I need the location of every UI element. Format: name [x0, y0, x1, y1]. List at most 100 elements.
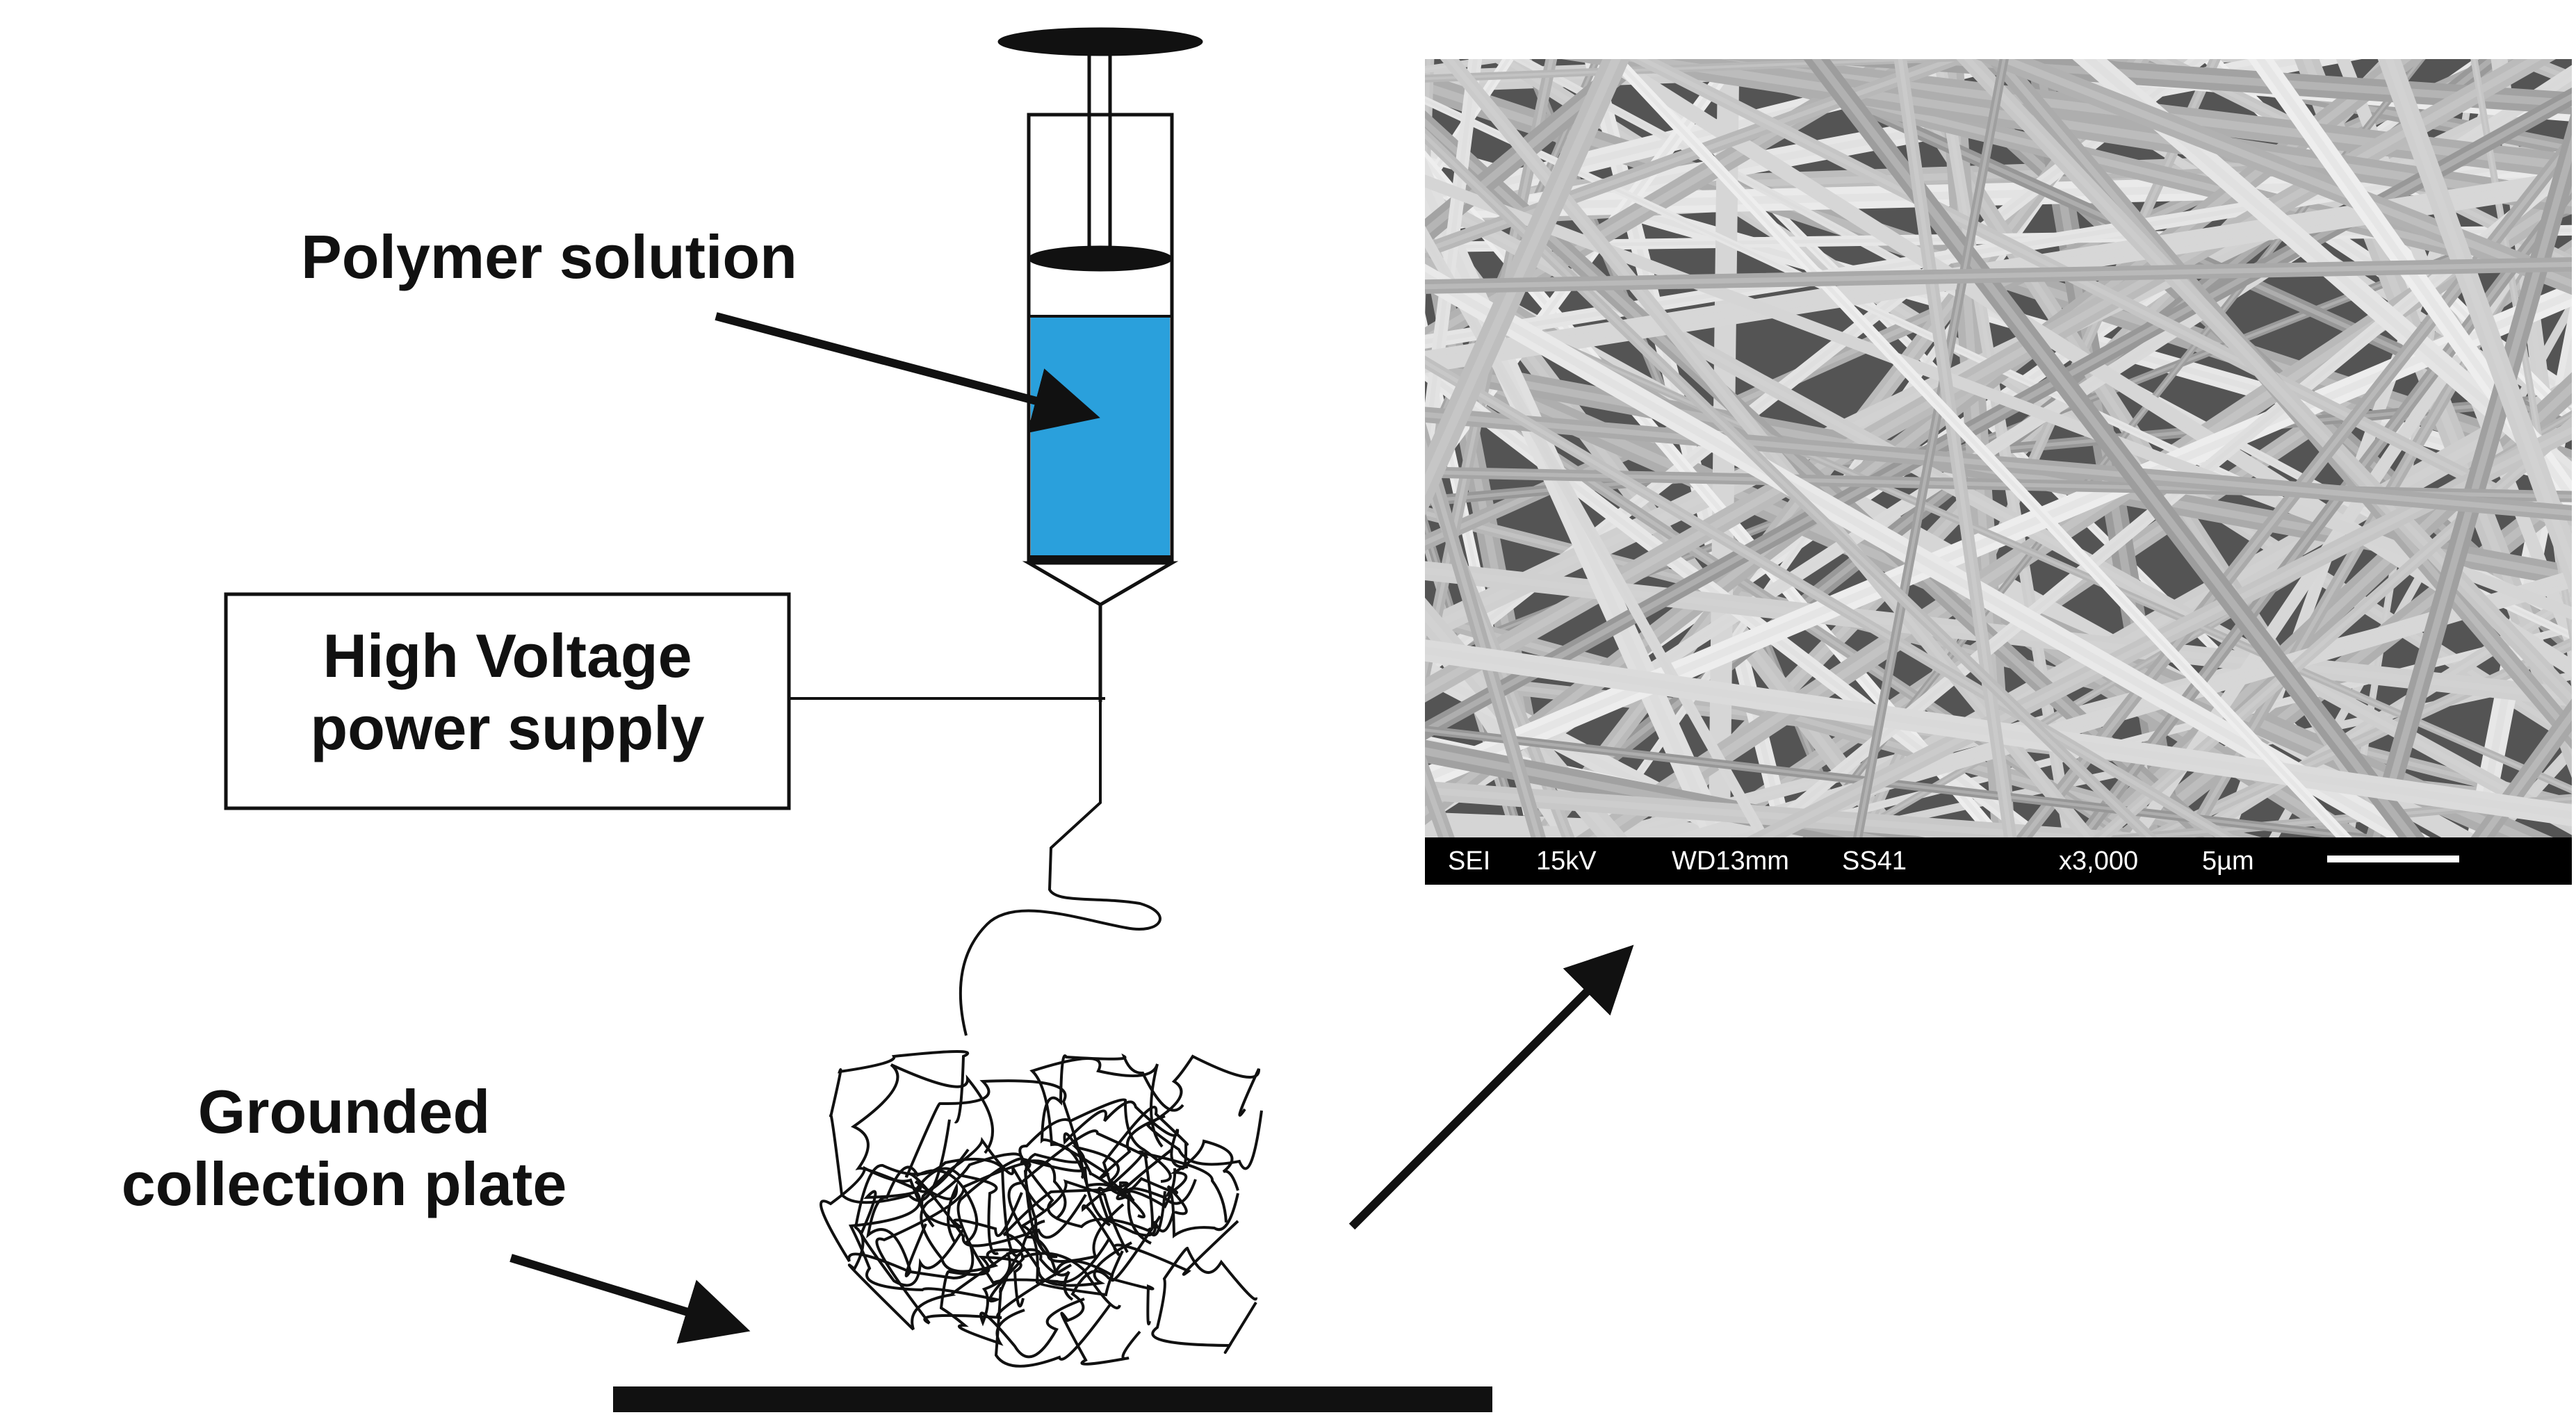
- fiber-loop: [858, 1180, 964, 1287]
- fiber-loop: [1060, 1270, 1155, 1366]
- nanofiber: [1853, 59, 2009, 837]
- nanofiber: [1803, 59, 2425, 837]
- nanofiber-highlight: [2080, 185, 2572, 837]
- polymer-solution-fill: [1031, 316, 1170, 557]
- grounded-collection-plate: [613, 1386, 1492, 1412]
- nanofiber-highlight: [1425, 93, 2572, 735]
- fiber-loop: [848, 1167, 1025, 1303]
- nanofiber-highlight: [1425, 787, 2114, 837]
- nanofiber: [1425, 59, 1483, 511]
- sem-mode: SEI: [1448, 846, 1491, 876]
- syringe: [997, 27, 1203, 702]
- nanofiber: [1607, 59, 2352, 837]
- nanofiber: [1425, 726, 2397, 837]
- fiber-loop: [875, 1161, 1073, 1325]
- fiber-loop: [939, 1255, 1025, 1346]
- nanofiber-highlight: [1425, 176, 1722, 837]
- fiber-tangle: [820, 1050, 1263, 1368]
- nanofiber: [1425, 59, 2015, 83]
- nanofiber: [1425, 225, 1770, 837]
- nanofiber: [2074, 178, 2572, 837]
- nanofiber-highlight: [1898, 59, 2013, 837]
- fiber-loop: [956, 1156, 1111, 1285]
- nanofiber-highlight: [2098, 421, 2572, 837]
- sem-scale: 5µm: [2202, 846, 2254, 876]
- nanofiber-highlight: [1811, 59, 2417, 837]
- nanofiber: [1425, 59, 2424, 826]
- power-supply-box: [224, 592, 791, 810]
- nanofiber-highlight: [1637, 59, 2572, 532]
- fiber-loop: [1019, 1179, 1129, 1297]
- nanofiber-highlight: [2478, 709, 2572, 837]
- nanofiber: [1425, 59, 1522, 74]
- nanofiber-highlight: [1425, 59, 1506, 71]
- sem-working-distance: WD13mm: [1672, 846, 1789, 876]
- fiber-loop: [1002, 1188, 1152, 1287]
- nanofiber: [1425, 355, 2237, 837]
- nanofiber-highlight: [1425, 233, 1766, 837]
- plunger-head: [1028, 245, 1173, 272]
- scale-bar: [2327, 856, 2459, 862]
- fiber-loop: [820, 1165, 935, 1277]
- fiber-loop: [847, 1157, 1021, 1331]
- nanofiber: [1425, 87, 2572, 741]
- sem-spot-size: SS41: [1842, 846, 1907, 876]
- fiber-loop: [850, 1063, 994, 1193]
- nanofiber: [1627, 59, 2572, 537]
- nanofiber-highlight: [1425, 261, 2572, 290]
- fiber-loop: [1102, 1106, 1197, 1205]
- nanofiber: [1425, 754, 1455, 837]
- collection-plate-label: Grounded collection plate: [121, 1077, 567, 1218]
- nanofiber-highlight: [1425, 769, 1449, 837]
- fiber-loop: [1018, 1098, 1172, 1237]
- nanofiber-highlight: [1425, 59, 1953, 81]
- nanofiber-highlight: [1994, 59, 2572, 288]
- fiber-loop: [1024, 1145, 1146, 1263]
- fiber-loop: [1164, 1139, 1239, 1238]
- polymer-solution-label: Polymer solution: [301, 222, 797, 291]
- magnify-arrow: [1348, 944, 1634, 1230]
- nanofiber: [2365, 110, 2572, 837]
- nanofiber: [2092, 416, 2572, 837]
- nanofiber-highlight: [2372, 134, 2572, 837]
- nanofiber: [2470, 698, 2572, 837]
- polymer-jet: [959, 698, 1161, 1036]
- nanofiber-highlight: [1425, 59, 2412, 817]
- nanofiber-highlight: [1612, 59, 2347, 837]
- sem-magnification: x3,000: [2059, 846, 2139, 876]
- fiber-loop: [994, 1252, 1121, 1368]
- nanofiber-highlight: [1856, 59, 2006, 837]
- syringe-tip: [1022, 561, 1179, 607]
- nanofiber-highlight: [1425, 284, 2572, 792]
- fiber-loop: [1029, 1057, 1173, 1200]
- collection-plate-arrow: [510, 1254, 751, 1344]
- nanofiber: [1956, 59, 2572, 712]
- nanofiber: [1425, 257, 2572, 294]
- sem-micrograph: [1425, 59, 2572, 885]
- nanofiber: [1425, 780, 2199, 837]
- fiber-loop: [1151, 1246, 1257, 1354]
- nanofiber: [1752, 59, 2572, 115]
- nanofiber-highlight: [1425, 359, 2231, 837]
- nanofiber-highlight: [1859, 59, 2572, 108]
- nanofiber: [2470, 59, 2572, 653]
- sem-voltage: 15kV: [1536, 846, 1597, 876]
- nanofiber: [1425, 156, 1731, 837]
- nanofiber-highlight: [1425, 728, 2373, 837]
- nanofiber: [1425, 281, 2572, 794]
- fiber-loop: [905, 1079, 1087, 1247]
- fiber-loop: [1146, 1054, 1263, 1170]
- nanofiber-highlight: [1425, 59, 1478, 476]
- fiber-loop: [1081, 1150, 1239, 1276]
- fiber-loop: [829, 1050, 970, 1204]
- power-supply-label: High Voltage power supply: [310, 621, 705, 762]
- nanofiber: [1893, 59, 2017, 837]
- nanofiber-highlight: [1964, 59, 2572, 704]
- nanofiber: [1975, 59, 2572, 295]
- polymer-solution-arrow: [715, 312, 1100, 434]
- fiber-loop: [1063, 1100, 1189, 1209]
- plunger-thumb-rest: [997, 27, 1203, 56]
- nanofiber-highlight: [2472, 59, 2572, 639]
